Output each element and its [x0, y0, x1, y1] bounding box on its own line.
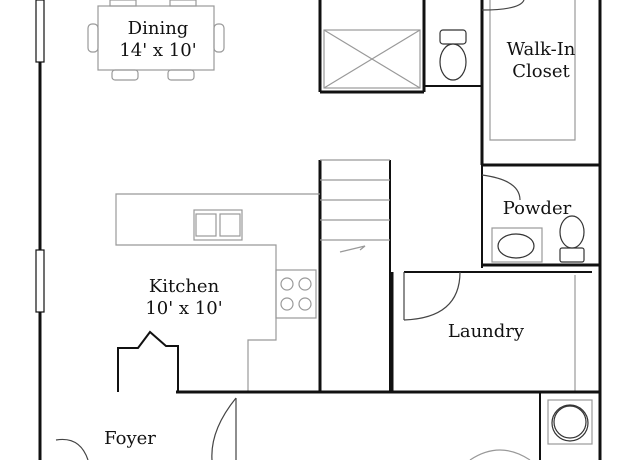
foyer-label: Foyer — [90, 428, 170, 450]
laundry-room-label: Laundry — [436, 321, 536, 343]
laundry-room-name: Laundry — [447, 321, 525, 342]
dining-room-name: Dining — [127, 18, 189, 39]
powder-room-label: Powder — [492, 198, 582, 220]
dining-room-size: 14' x 10' — [119, 40, 197, 61]
foyer-wall — [176, 390, 600, 460]
kitchen-size: 10' x 10' — [145, 298, 223, 319]
foyer-doors — [55, 397, 237, 460]
kitchen-name: Kitchen — [148, 276, 220, 297]
walk-in-closet-line2: Closet — [512, 61, 570, 82]
shower-stall — [318, 0, 426, 94]
dining-room-label: Dining 14' x 10' — [108, 18, 208, 62]
walk-in-closet-line1: Walk-In — [506, 39, 576, 60]
dining-table — [87, 0, 225, 81]
staircase — [318, 159, 391, 392]
kitchen-label: Kitchen 10' x 10' — [134, 276, 234, 320]
pantry-cabinet — [117, 330, 179, 392]
laundry-room — [390, 271, 592, 392]
kitchen-counter — [115, 193, 320, 392]
master-toilet — [424, 29, 482, 87]
walk-in-closet-label: Walk-In Closet — [496, 39, 586, 83]
foyer-name: Foyer — [104, 428, 156, 449]
exterior-left-wall — [35, 0, 45, 460]
walk-in-closet-walls — [480, 0, 602, 460]
powder-room — [481, 165, 600, 268]
powder-room-name: Powder — [502, 198, 572, 219]
